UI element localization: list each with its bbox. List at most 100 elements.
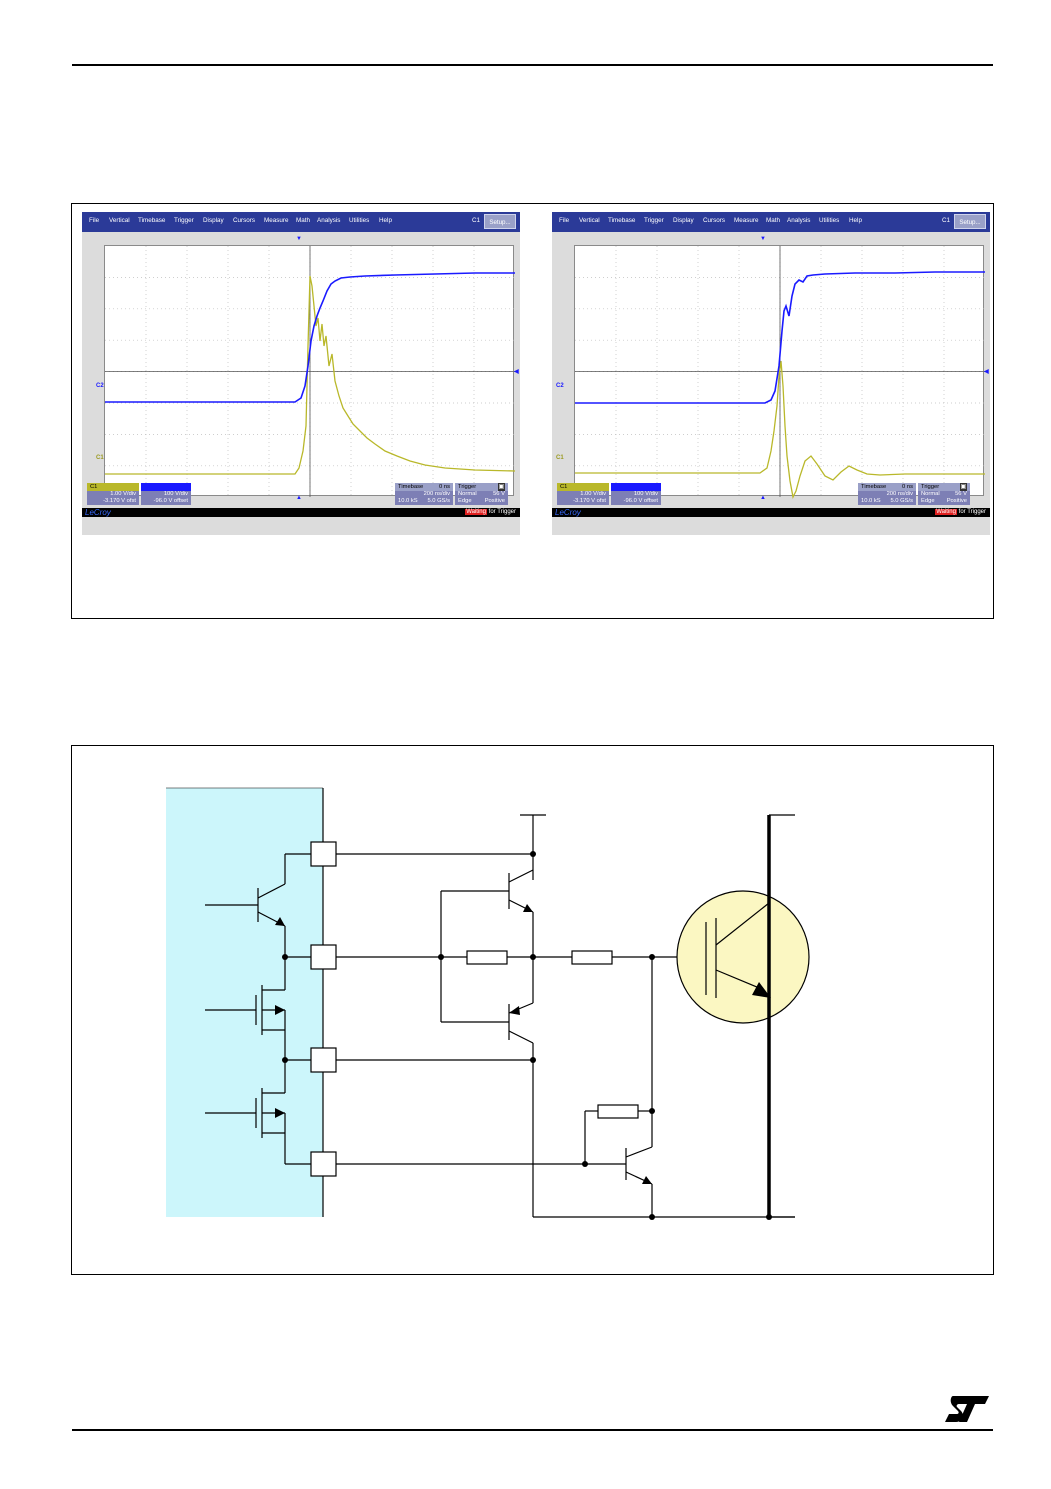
schematic-figure <box>71 745 994 1275</box>
menu-help[interactable]: Help <box>379 217 392 224</box>
menu-math[interactable]: Math <box>296 217 310 224</box>
brand-label: LeCroy <box>85 508 111 517</box>
c1-offset: -3.170 V ofst <box>103 498 136 504</box>
menu-display[interactable]: Display <box>673 217 694 224</box>
resistor-rg <box>571 950 613 965</box>
menu-cursors[interactable]: Cursors <box>233 217 256 224</box>
scope-statusbar <box>82 508 520 517</box>
menu-analysis[interactable]: Analysis <box>787 217 811 224</box>
pin-out <box>310 944 337 970</box>
pin-sense <box>310 1151 337 1177</box>
trigger-marker-top: ▼ <box>296 236 302 242</box>
c2-vdiv: 100 V/div <box>163 491 188 497</box>
menu-math[interactable]: Math <box>766 217 780 224</box>
trigger-marker-bottom: ▲ <box>296 495 302 501</box>
setup-button[interactable]: Setup... <box>484 214 516 229</box>
pin-gnd <box>310 1047 337 1073</box>
trigger-mode: Normal <box>921 491 940 497</box>
sample-rate: 5.0 GS/s <box>890 498 913 504</box>
menu-cursors[interactable]: Cursors <box>703 217 726 224</box>
trigger-slope: Positive <box>946 498 967 504</box>
trigger-type: Edge <box>458 498 472 504</box>
driver-ic-block <box>166 788 323 1217</box>
waveform-grid <box>104 245 516 497</box>
scope-menubar: File Vertical Timebase Trigger Display C… <box>552 212 990 232</box>
resistor-r1 <box>466 950 508 965</box>
c1-info-label: C1 <box>87 483 139 491</box>
trigger-mode: Normal <box>458 491 477 497</box>
menu-file[interactable]: File <box>559 217 570 224</box>
menu-utilities[interactable]: Utilities <box>819 217 840 224</box>
menu-vertical[interactable]: Vertical <box>109 217 130 224</box>
trigger-level: 56 V <box>955 491 967 497</box>
menu-analysis[interactable]: Analysis <box>317 217 341 224</box>
igbt-symbol <box>676 890 810 1024</box>
scope-menubar: File Vertical Timebase Trigger Display C… <box>82 212 520 232</box>
trigger-status: Waiting for Trigger <box>465 509 516 515</box>
menu-display[interactable]: Display <box>203 217 224 224</box>
c1-vdiv: 1.00 V/div <box>580 491 606 497</box>
menu-timebase[interactable]: Timebase <box>138 217 166 224</box>
menu-help[interactable]: Help <box>849 217 862 224</box>
trigger-status: Waiting for Trigger <box>935 509 986 515</box>
c1-marker: C1 <box>556 455 564 461</box>
setup-button[interactable]: Setup... <box>954 214 986 229</box>
resistor-sense <box>597 1104 639 1119</box>
trigger-level: 56 V <box>493 491 505 497</box>
menu-measure[interactable]: Measure <box>734 217 759 224</box>
st-logo-icon <box>945 1396 989 1422</box>
c2-offset: -96.0 V offset <box>623 498 658 504</box>
oscilloscope-figure <box>71 203 994 619</box>
samples: 10.0 kS <box>861 498 881 504</box>
trigger-level-marker: ◀ <box>984 369 989 375</box>
c2-vdiv: 100 V/div <box>633 491 658 497</box>
trigger-label: Trigger <box>921 484 940 490</box>
pin-vcc <box>310 841 337 867</box>
c1-marker: C1 <box>96 455 104 461</box>
trigger-label: Trigger <box>458 484 477 490</box>
trigger-slope: Positive <box>484 498 505 504</box>
c2-marker: C2 <box>556 383 564 389</box>
channel-indicator: C1 <box>471 217 480 224</box>
menu-timebase[interactable]: Timebase <box>608 217 636 224</box>
sample-rate: 5.0 GS/s <box>427 498 450 504</box>
c1-offset: -3.170 V ofst <box>573 498 606 504</box>
c2-info: 100 V/div -96.0 V offset <box>611 483 661 505</box>
trace-c2-collector <box>575 271 985 404</box>
waveform-plot <box>105 246 516 497</box>
c2-marker: C2 <box>96 383 104 389</box>
menu-vertical[interactable]: Vertical <box>579 217 600 224</box>
timebase-label: Timebase <box>398 484 424 490</box>
c1-info: C1 1.00 V/div -3.170 V ofst <box>87 483 139 505</box>
menu-utilities[interactable]: Utilities <box>349 217 370 224</box>
scope-left: File Vertical Timebase Trigger Display C… <box>82 212 520 535</box>
trace-c2-collector <box>105 272 515 403</box>
c1-vdiv: 1.00 V/div <box>110 491 136 497</box>
footer-rule <box>72 1429 993 1431</box>
header-rule <box>72 64 993 66</box>
menu-measure[interactable]: Measure <box>264 217 289 224</box>
trigger-marker-top: ▼ <box>760 236 766 242</box>
scope-right: File Vertical Timebase Trigger Display C… <box>552 212 990 535</box>
waveform-plot <box>575 246 985 500</box>
menu-trigger[interactable]: Trigger <box>174 217 194 224</box>
trigger-level-marker: ◀ <box>514 369 519 375</box>
c2-info: 100 V/div -96.0 V offset <box>141 483 191 505</box>
menu-file[interactable]: File <box>89 217 100 224</box>
trace-c1-gate <box>575 360 985 500</box>
trigger-type: Edge <box>921 498 935 504</box>
waveform-grid <box>574 245 985 500</box>
samples: 10.0 kS <box>398 498 418 504</box>
c1-info: C1 1.00 V/div -3.170 V ofst <box>557 483 609 505</box>
menu-trigger[interactable]: Trigger <box>644 217 664 224</box>
channel-indicator: C1 <box>941 217 950 224</box>
timebase-delay: 0 ns <box>439 484 450 490</box>
timebase-label: Timebase <box>861 484 887 490</box>
brand-label: LeCroy <box>555 508 581 517</box>
timebase-div: 200 ns/div <box>886 491 913 497</box>
